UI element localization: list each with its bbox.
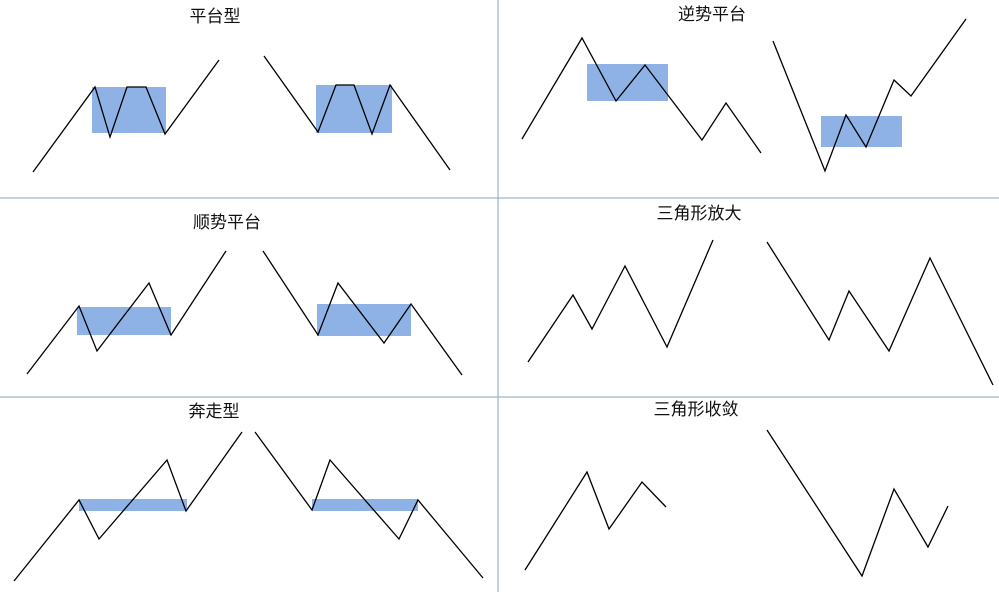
path-platform-down [263, 55, 451, 171]
zone-trend-platform-up [77, 307, 171, 335]
path-runaway-down [254, 431, 484, 579]
path-counter-trend-up [521, 36, 762, 154]
path-trend-platform-down [262, 250, 463, 376]
zone-counter-trend-up [587, 64, 668, 101]
path-contracting-triangle-up [524, 470, 667, 571]
consolidation-zones [77, 64, 902, 511]
zone-platform-up [92, 87, 166, 133]
price-paths [13, 18, 994, 582]
path-expanding-triangle-up [527, 239, 714, 363]
path-counter-trend-down [772, 18, 967, 173]
path-runaway-up [13, 431, 243, 582]
zone-trend-platform-down [317, 304, 411, 336]
zone-counter-trend-down [821, 116, 902, 147]
zone-runaway-up [79, 499, 187, 511]
zone-platform-down [316, 85, 392, 133]
panel-title-trend-platform: 顺势平台 [193, 213, 261, 233]
panel-title-contracting-triangle: 三角形收敛 [654, 400, 739, 420]
zone-runaway-down [312, 499, 418, 511]
panel-title-counter-trend-platform: 逆势平台 [678, 5, 746, 25]
path-contracting-triangle-down [766, 429, 949, 578]
path-platform-up [32, 59, 220, 173]
panel-title-platform: 平台型 [190, 7, 241, 27]
path-expanding-triangle-down [766, 241, 994, 386]
panel-title-runaway: 奔走型 [189, 402, 240, 422]
path-trend-platform-up [26, 250, 227, 375]
panel-title-expanding-triangle: 三角形放大 [657, 204, 742, 224]
